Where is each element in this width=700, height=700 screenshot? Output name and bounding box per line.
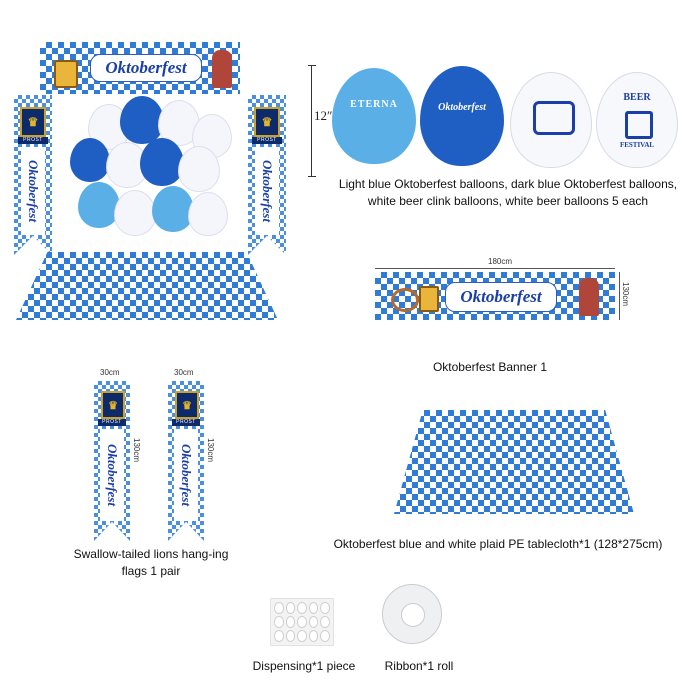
lion-shield-icon: ♛	[20, 107, 46, 137]
banner-height-label: 130cm	[621, 282, 630, 307]
balloon-dark-blue-large: Oktoberfest	[420, 66, 504, 166]
beer-mug-icon	[625, 111, 653, 139]
size-label: 12″	[314, 108, 333, 123]
ribbon-roll	[382, 584, 442, 644]
pretzel-icon	[391, 288, 419, 312]
hero-right-flag-strip: PROST	[252, 137, 282, 144]
banner-width-label: 180cm	[488, 257, 513, 266]
tablecloth	[394, 410, 634, 514]
hero-left-flag: ♛ PROST Oktoberfest	[14, 95, 52, 255]
glue-dot	[297, 602, 307, 614]
flag-right-width-label: 30cm	[174, 368, 194, 377]
banner-width-line	[375, 268, 615, 269]
glue-dot	[297, 630, 307, 642]
flag-right-height-label: 130cm	[206, 438, 215, 463]
flag-left-text: Oktoberfest	[100, 429, 124, 521]
waitress-figure-icon	[212, 50, 232, 88]
ribbon-roll-core	[401, 603, 425, 627]
flag-left-height-label: 130cm	[132, 438, 141, 463]
glue-dot	[274, 630, 284, 642]
glue-dot	[308, 616, 319, 628]
banner-caption: Oktoberfest Banner 1	[432, 360, 548, 374]
beer-mug-icon	[419, 286, 439, 312]
ribbon-caption: Ribbon*1 roll	[384, 659, 454, 673]
hero-left-flag-strip: PROST	[18, 137, 48, 144]
balloon-dark-blue	[120, 96, 164, 144]
balloon-white-beer-large: BEER FESTIVAL	[596, 72, 678, 168]
hero-banner: Oktoberfest	[40, 42, 240, 94]
waitress-figure-icon	[579, 278, 599, 316]
hero-banner-title: Oktoberfest	[105, 58, 187, 77]
glue-dot	[274, 602, 284, 614]
hero-tablecloth	[16, 252, 278, 320]
balloon-light-blue	[78, 182, 120, 228]
oktoberfest-banner: Oktoberfest	[375, 272, 615, 320]
flags-section: 30cm 30cm ♛ PROST Oktoberfest 130cm ♛ PR…	[88, 368, 238, 541]
hero-left-flag-text: Oktoberfest	[21, 147, 45, 235]
balloon-white	[178, 146, 220, 192]
lion-shield-icon: ♛	[175, 391, 199, 419]
balloon-set: ETERNA Oktoberfest BEER FESTIVAL	[328, 64, 688, 176]
flag-left-strip: PROST	[98, 419, 126, 426]
glue-dot	[285, 602, 296, 614]
glue-dot	[274, 616, 284, 628]
hero-balloon-cluster	[68, 96, 238, 266]
glue-dot	[285, 616, 296, 628]
tablecloth-caption: Oktoberfest blue and white plaid PE tabl…	[333, 537, 663, 551]
hero-right-flag-text: Oktoberfest	[255, 147, 279, 235]
glue-dot	[308, 602, 319, 614]
lion-shield-icon: ♛	[101, 391, 125, 419]
hero-banner-label: Oktoberfest	[90, 54, 202, 82]
hanging-flag-left: ♛ PROST Oktoberfest	[94, 381, 130, 541]
balloon-light-blue	[152, 186, 194, 232]
size-bracket	[308, 65, 316, 177]
glue-dot	[285, 630, 296, 642]
balloons-caption: Light blue Oktoberfest balloons, dark bl…	[338, 177, 678, 208]
glue-dot	[320, 602, 330, 614]
glue-dot	[320, 616, 330, 628]
banner-label-box: Oktoberfest	[445, 282, 557, 312]
glue-dot	[297, 616, 307, 628]
balloon-beer-label-top: BEER	[623, 91, 651, 103]
balloon-white	[188, 192, 228, 236]
glue-dot	[308, 630, 319, 642]
balloon-beer-label-bottom: FESTIVAL	[619, 140, 655, 149]
hanging-flag-right: ♛ PROST Oktoberfest	[168, 381, 204, 541]
balloon-dark-blue	[140, 138, 184, 186]
beer-clink-icon	[533, 101, 575, 135]
lion-shield-icon: ♛	[254, 107, 280, 137]
flag-right-text: Oktoberfest	[174, 429, 198, 521]
flags-caption: Swallow-tailed lions hang-ing flags 1 pa…	[73, 547, 229, 578]
hero-right-flag: ♛ PROST Oktoberfest	[248, 95, 286, 255]
banner-title: Oktoberfest	[460, 287, 542, 306]
hero-composite: Oktoberfest ♛ PROST Oktoberfest ♛ PROST …	[8, 30, 332, 330]
glue-dots-sheet	[270, 598, 334, 646]
dispensing-caption: Dispensing*1 piece	[252, 659, 356, 673]
glue-dot	[320, 630, 330, 642]
balloon-white	[114, 190, 156, 236]
balloon-light-blue-large: ETERNA	[332, 68, 416, 164]
balloon-dark-blue-label: Oktoberfest	[438, 102, 486, 113]
balloon-dark-blue	[70, 138, 110, 182]
flag-left-width-label: 30cm	[100, 368, 120, 377]
balloon-light-blue-label: ETERNA	[350, 98, 398, 110]
beer-mug-icon	[54, 60, 78, 88]
banner-height-line	[619, 272, 620, 320]
flag-right-strip: PROST	[172, 419, 200, 426]
balloon-white-clink-large	[510, 72, 592, 168]
